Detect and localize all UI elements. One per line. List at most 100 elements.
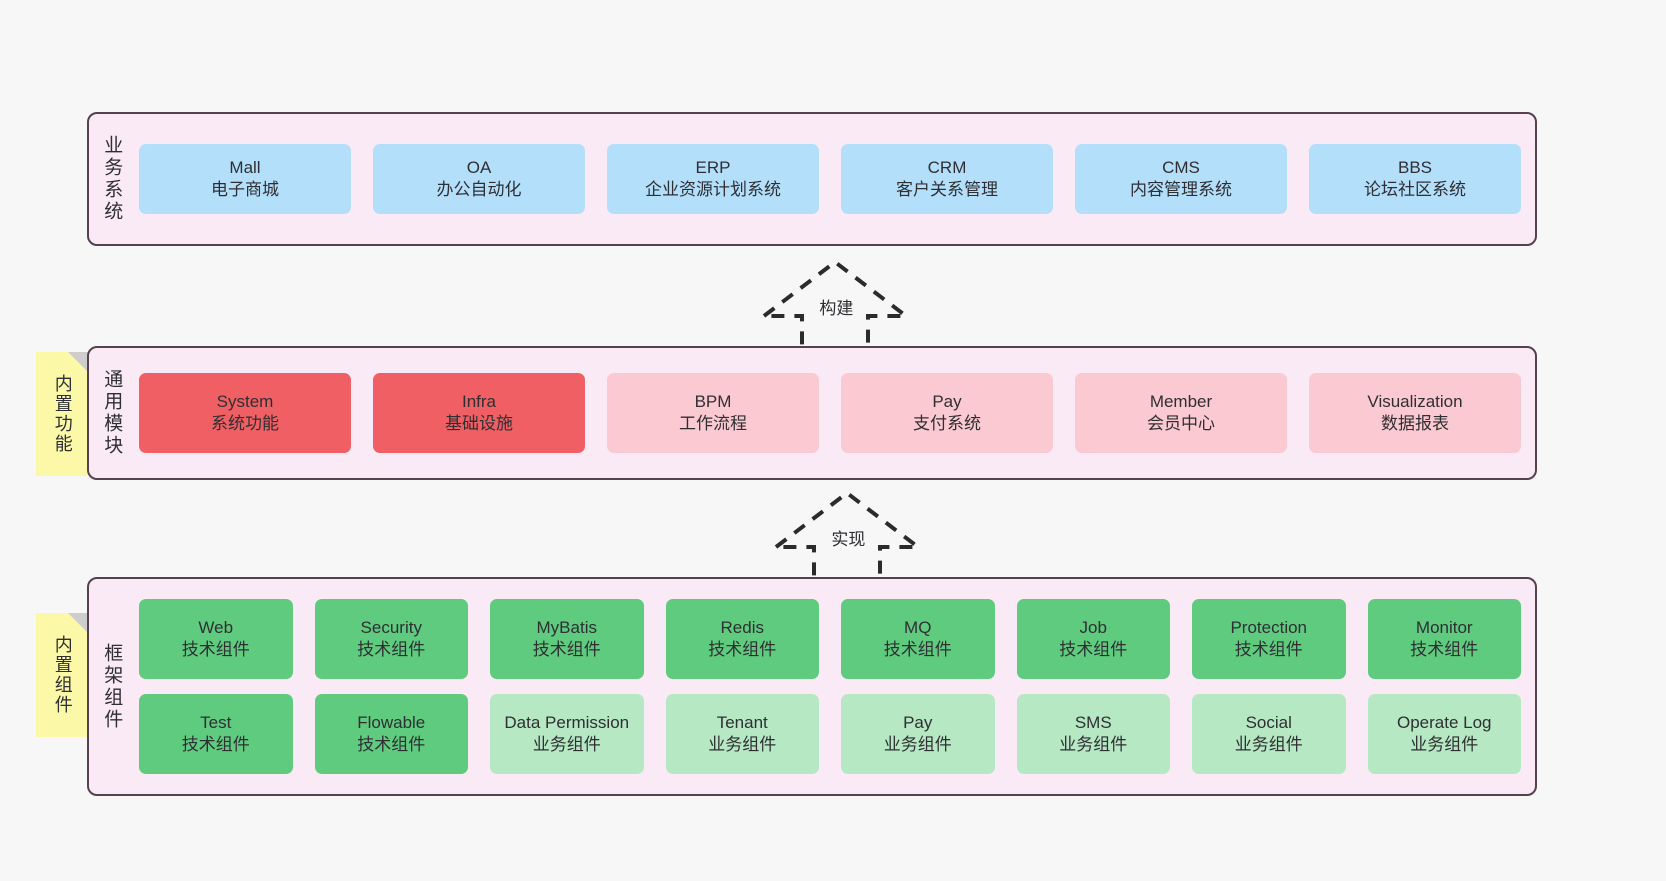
node-subtitle: 系统功能 (211, 414, 279, 433)
node-title: Monitor (1415, 617, 1473, 637)
node-web[interactable]: Web 技术组件 (139, 599, 293, 679)
layer-title-framework: 框架组件 (101, 642, 123, 731)
node-redis[interactable]: Redis 技术组件 (665, 599, 819, 679)
node-subtitle: 业务组件 (708, 735, 777, 754)
node-security[interactable]: Security 技术组件 (314, 599, 468, 679)
node-subtitle: 办公自动化 (436, 180, 522, 199)
node-title: Operate Log (1396, 712, 1492, 732)
node-mq[interactable]: MQ 技术组件 (841, 599, 995, 679)
node-oa[interactable]: OA 办公自动化 (373, 144, 585, 214)
node-subtitle: 内容管理系统 (1130, 180, 1232, 199)
node-subtitle: 工作流程 (679, 414, 747, 433)
node-title: Web (198, 617, 234, 637)
sticky-note-builtin-components: 内置组件 (36, 613, 88, 737)
node-title: Member (1149, 391, 1213, 411)
layer-body-common: System 系统功能 Infra 基础设施 BPM 工作流程 Pay 支付系统… (133, 348, 1535, 478)
node-subtitle: 数据报表 (1381, 414, 1449, 433)
arrow-label-implement: 实现 (831, 530, 866, 549)
node-title: OA (466, 157, 492, 177)
node-title: CRM (927, 157, 967, 177)
row: Mall 电子商城 OA 办公自动化 ERP 企业资源计划系统 CRM 客户关系… (139, 144, 1521, 214)
node-infra[interactable]: Infra 基础设施 (373, 373, 585, 453)
node-job[interactable]: Job 技术组件 (1016, 599, 1170, 679)
node-subtitle: 业务组件 (883, 735, 952, 754)
node-subtitle: 技术组件 (181, 640, 250, 659)
node-subtitle: 技术组件 (1410, 640, 1479, 659)
node-subtitle: 电子商城 (211, 180, 279, 199)
node-title: Tenant (716, 712, 768, 732)
node-subtitle: 业务组件 (532, 735, 601, 754)
node-title: Visualization (1367, 391, 1463, 411)
node-subtitle: 企业资源计划系统 (645, 180, 781, 199)
node-title: Social (1245, 712, 1292, 732)
node-crm[interactable]: CRM 客户关系管理 (841, 144, 1053, 214)
node-subtitle: 业务组件 (1410, 735, 1479, 754)
row: Web 技术组件 Security 技术组件 MyBatis 技术组件 Redi… (139, 599, 1521, 679)
node-title: Pay (932, 391, 962, 411)
node-mybatis[interactable]: MyBatis 技术组件 (490, 599, 644, 679)
node-title: BPM (694, 391, 732, 411)
node-pay[interactable]: Pay 支付系统 (841, 373, 1053, 453)
node-visualization[interactable]: Visualization 数据报表 (1309, 373, 1521, 453)
node-subtitle: 技术组件 (357, 640, 426, 659)
node-bbs[interactable]: BBS 论坛社区系统 (1309, 144, 1521, 214)
node-subtitle: 技术组件 (181, 735, 250, 754)
node-social[interactable]: Social 业务组件 (1192, 694, 1346, 774)
node-title: Test (200, 712, 232, 732)
node-title: Pay (903, 712, 933, 732)
node-title: Infra (461, 391, 497, 411)
node-title: Data Permission (504, 712, 630, 732)
node-title: BBS (1397, 157, 1433, 177)
node-subtitle: 基础设施 (445, 414, 513, 433)
node-pay-component[interactable]: Pay 业务组件 (841, 694, 995, 774)
node-mall[interactable]: Mall 电子商城 (139, 144, 351, 214)
arrow-implement: 实现 (770, 489, 924, 585)
node-subtitle: 技术组件 (532, 640, 601, 659)
layer-body-business: Mall 电子商城 OA 办公自动化 ERP 企业资源计划系统 CRM 客户关系… (133, 114, 1535, 244)
sticky-note-label: 内置组件 (52, 635, 73, 715)
layer-title-business: 业务系统 (101, 135, 123, 223)
node-subtitle: 技术组件 (357, 735, 426, 754)
node-subtitle: 技术组件 (1059, 640, 1128, 659)
node-test[interactable]: Test 技术组件 (139, 694, 293, 774)
node-flowable[interactable]: Flowable 技术组件 (314, 694, 468, 774)
node-title: MyBatis (536, 617, 597, 637)
arrow-label-build: 构建 (819, 299, 854, 318)
arrow-up-icon (758, 259, 912, 352)
sticky-note-builtin-features: 内置功能 (36, 352, 88, 476)
node-title: ERP (695, 157, 731, 177)
node-title: Flowable (357, 712, 426, 732)
node-member[interactable]: Member 会员中心 (1075, 373, 1287, 453)
arrow-up-icon (770, 490, 924, 583)
node-subtitle: 支付系统 (913, 414, 981, 433)
node-title: System (216, 391, 274, 411)
node-title: Protection (1230, 617, 1308, 637)
node-title: CMS (1162, 157, 1200, 177)
node-operate-log[interactable]: Operate Log 业务组件 (1367, 694, 1521, 774)
node-bpm[interactable]: BPM 工作流程 (607, 373, 819, 453)
node-cms[interactable]: CMS 内容管理系统 (1075, 144, 1287, 214)
node-protection[interactable]: Protection 技术组件 (1192, 599, 1346, 679)
node-subtitle: 技术组件 (1234, 640, 1303, 659)
page-fold-corner-icon (68, 352, 88, 372)
node-title: Job (1079, 617, 1107, 637)
node-subtitle: 业务组件 (1234, 735, 1303, 754)
node-tenant[interactable]: Tenant 业务组件 (665, 694, 819, 774)
node-title: Redis (720, 617, 764, 637)
sticky-note-label: 内置功能 (52, 374, 73, 454)
node-subtitle: 论坛社区系统 (1364, 180, 1466, 199)
node-sms[interactable]: SMS 业务组件 (1016, 694, 1170, 774)
layer-title-common: 通用模块 (101, 369, 123, 457)
node-data-permission[interactable]: Data Permission 业务组件 (490, 694, 644, 774)
layer-common-modules: 通用模块 System 系统功能 Infra 基础设施 BPM 工作流程 Pay… (87, 346, 1537, 480)
node-subtitle: 技术组件 (708, 640, 777, 659)
node-title: MQ (904, 617, 932, 637)
node-title: SMS (1074, 712, 1112, 732)
page-fold-corner-icon (68, 613, 88, 633)
layer-business-systems: 业务系统 Mall 电子商城 OA 办公自动化 ERP 企业资源计划系统 CRM… (87, 112, 1537, 246)
row: System 系统功能 Infra 基础设施 BPM 工作流程 Pay 支付系统… (139, 373, 1521, 453)
node-monitor[interactable]: Monitor 技术组件 (1367, 599, 1521, 679)
node-system[interactable]: System 系统功能 (139, 373, 351, 453)
node-erp[interactable]: ERP 企业资源计划系统 (607, 144, 819, 214)
